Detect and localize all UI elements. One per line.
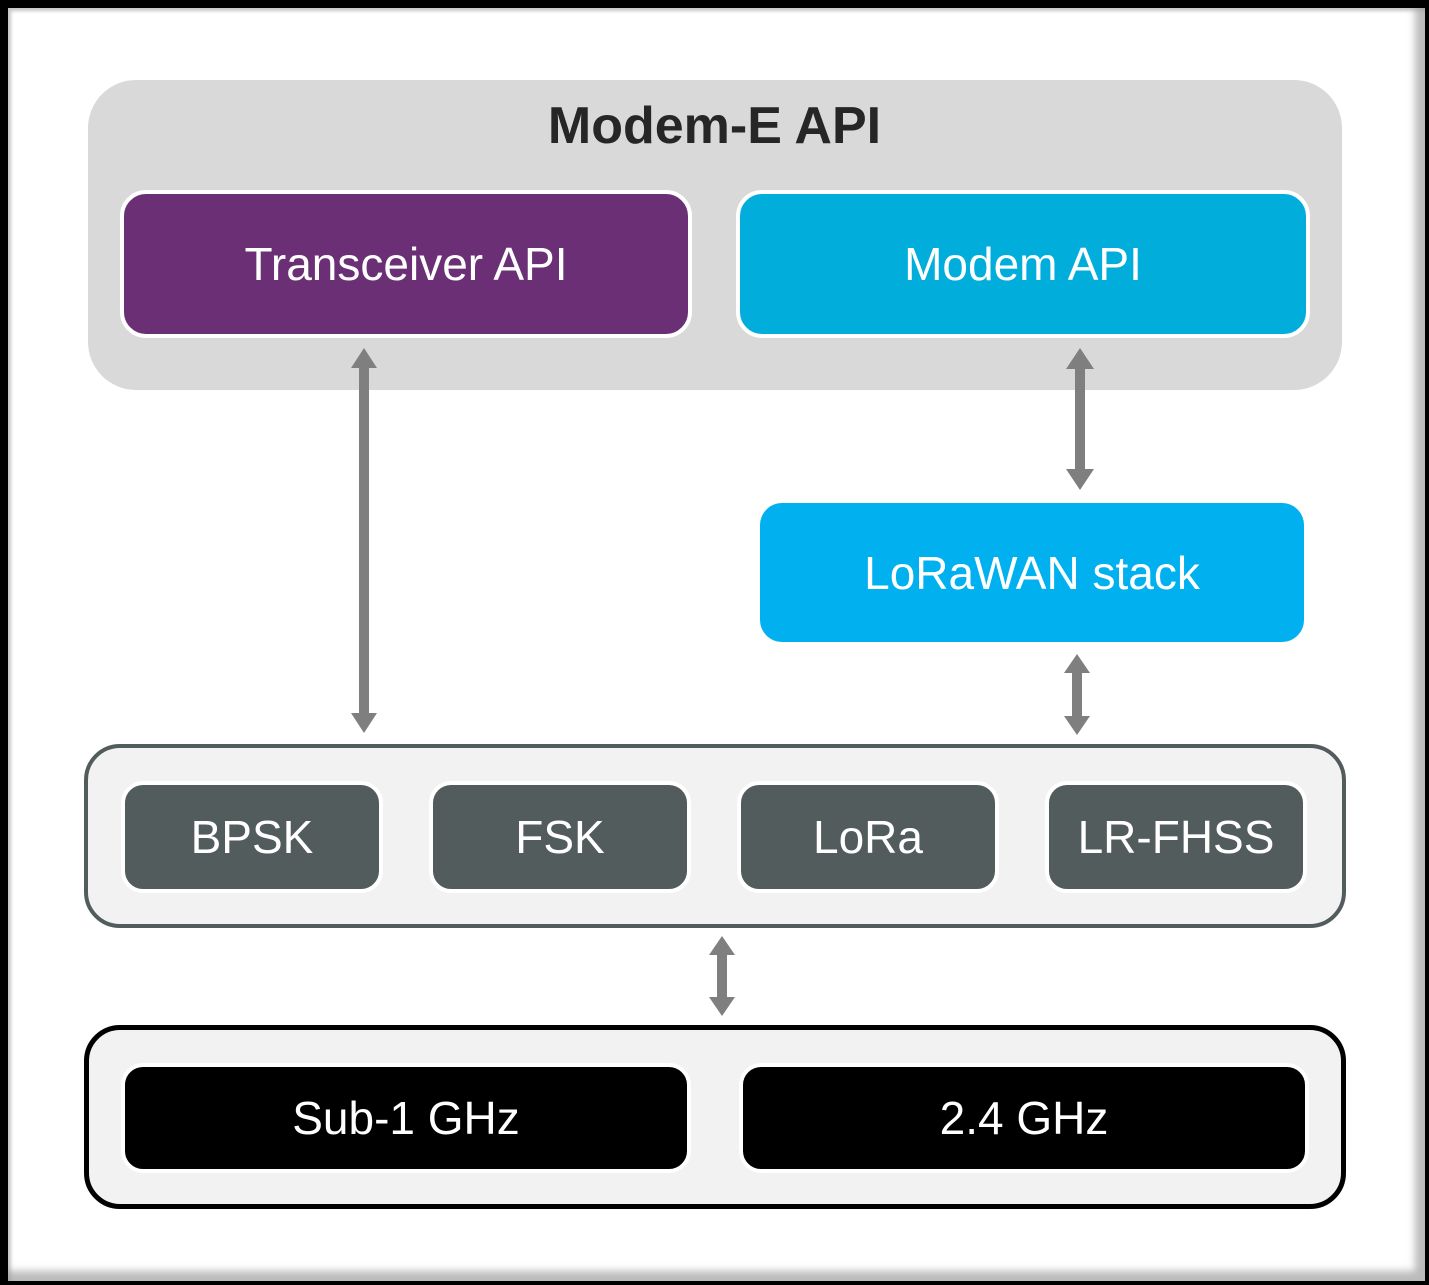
arrow-lorawan-modulation [1064, 654, 1090, 735]
arrow-modulation-frequency [709, 936, 735, 1016]
arrow-modem-lorawan [1066, 348, 1094, 490]
frequency-label: 2.4 GHz [939, 1092, 1109, 1144]
transceiver-api-block: Transceiver API [120, 190, 692, 338]
modulation-lr-fhss: LR-FHSS [1045, 781, 1307, 893]
arrow-transceiver-modulation [351, 348, 377, 733]
modulation-fsk: FSK [429, 781, 691, 893]
modem-api-block: Modem API [736, 190, 1310, 338]
transceiver-api-label: Transceiver API [244, 238, 568, 290]
modem-api-label: Modem API [904, 238, 1142, 290]
frequency-2-4ghz: 2.4 GHz [739, 1063, 1309, 1173]
modulation-label: BPSK [190, 811, 314, 863]
modulation-label: LoRa [813, 811, 923, 863]
modulation-bpsk: BPSK [121, 781, 383, 893]
lorawan-stack-label: LoRaWAN stack [864, 546, 1200, 599]
frequency-label: Sub-1 GHz [292, 1092, 520, 1144]
modulation-lora: LoRa [737, 781, 999, 893]
diagram-title: Modem-E API [547, 97, 882, 155]
frequency-sub1ghz: Sub-1 GHz [121, 1063, 691, 1173]
modulation-label: LR-FHSS [1077, 811, 1275, 863]
lorawan-stack-block: LoRaWAN stack [760, 503, 1304, 642]
modulation-label: FSK [515, 811, 605, 863]
